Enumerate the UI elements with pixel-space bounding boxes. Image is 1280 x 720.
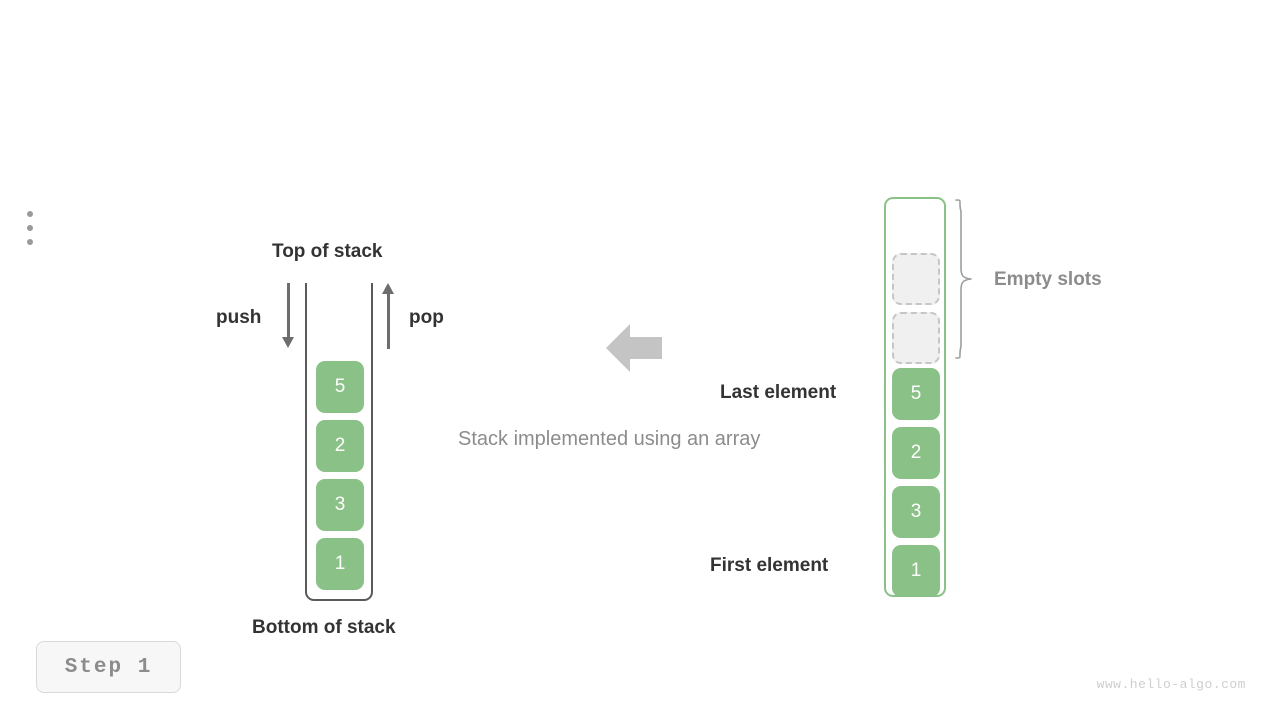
stack-element: 1 xyxy=(316,538,364,590)
ellipsis-dot xyxy=(27,239,33,245)
bottom-of-stack-label: Bottom of stack xyxy=(252,617,396,638)
array-empty-slot xyxy=(892,312,940,364)
stack-element: 2 xyxy=(316,420,364,472)
stack-element: 3 xyxy=(316,479,364,531)
step-badge: Step 1 xyxy=(36,641,181,693)
push-arrow-head xyxy=(282,337,294,348)
empty-slots-label: Empty slots xyxy=(994,269,1102,290)
ellipsis-dot xyxy=(27,211,33,217)
watermark: www.hello-algo.com xyxy=(1096,677,1246,692)
array-element: 5 xyxy=(892,368,940,420)
pop-arrow-shaft xyxy=(387,294,390,349)
push-label: push xyxy=(216,307,262,328)
pop-arrow-head xyxy=(382,283,394,294)
stack-element: 5 xyxy=(316,361,364,413)
stack-container: 5 2 3 1 xyxy=(305,283,373,601)
transform-arrow-icon xyxy=(606,324,662,372)
push-arrow-shaft xyxy=(287,283,290,340)
top-of-stack-label: Top of stack xyxy=(272,241,383,262)
array-container: 5 2 3 1 xyxy=(884,197,946,597)
ellipsis-dot xyxy=(27,225,33,231)
empty-slots-brace-icon xyxy=(955,199,972,359)
diagram-caption: Stack implemented using an array xyxy=(458,428,761,450)
last-element-label: Last element xyxy=(720,382,837,403)
array-element: 3 xyxy=(892,486,940,538)
pop-label: pop xyxy=(409,307,444,328)
first-element-label: First element xyxy=(710,555,829,576)
array-empty-slot xyxy=(892,253,940,305)
array-element: 1 xyxy=(892,545,940,597)
array-element: 2 xyxy=(892,427,940,479)
vertical-ellipsis-icon xyxy=(26,211,34,245)
